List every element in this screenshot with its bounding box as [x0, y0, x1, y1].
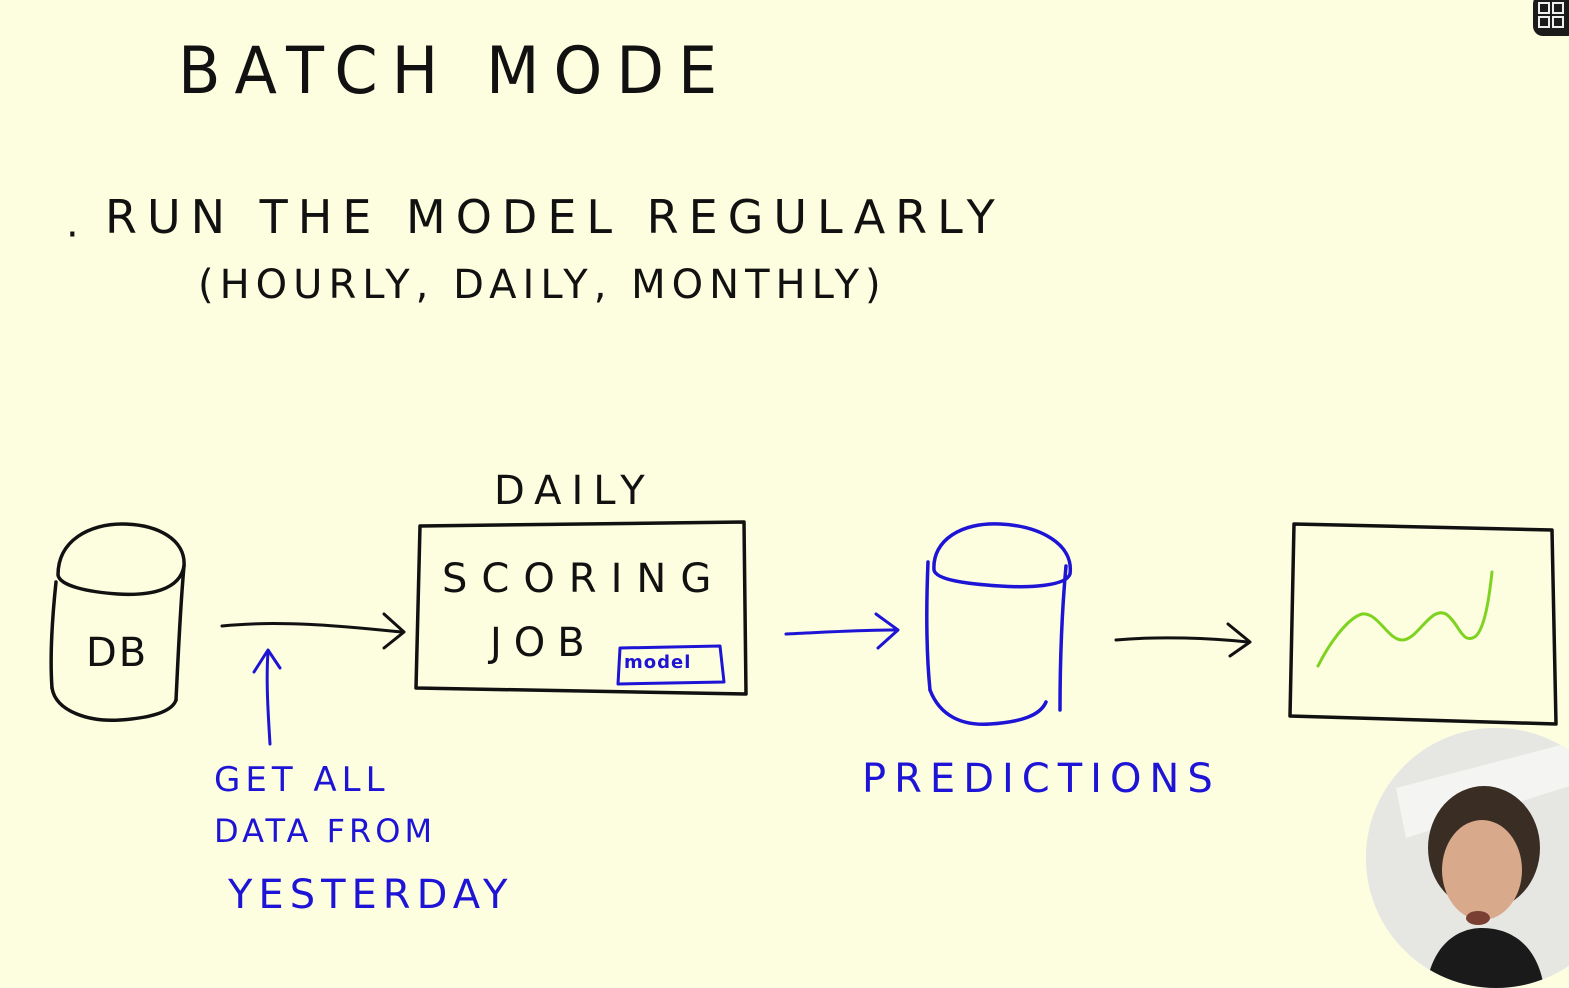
job-label-line-1: SCORING [442, 556, 726, 602]
dashboard-frame [1288, 522, 1558, 726]
db-cylinder-icon [49, 522, 186, 722]
scoring-job-box [414, 520, 748, 696]
job-label-line-2: JOB [490, 620, 597, 666]
grid-icon-glyph [1538, 2, 1564, 28]
arrow-annotation-up [252, 648, 282, 746]
arrow-job-to-predictions [784, 612, 900, 650]
arrow-predictions-to-dashboard [1114, 622, 1252, 658]
bullet-line-1: RUN THE MODEL REGULARLY [105, 190, 1005, 244]
schedule-label: DAILY [494, 468, 655, 514]
page-title: BATCH MODE [178, 32, 732, 109]
model-box [616, 644, 726, 686]
annotation-line-2: DATA FROM [214, 812, 437, 850]
arrow-db-to-job [220, 612, 406, 650]
annotation-line-1: GET ALL [214, 760, 390, 800]
trend-line-chart-icon [1316, 570, 1494, 668]
model-label: model [624, 652, 692, 673]
annotation-line-3: YESTERDAY [228, 872, 514, 918]
predictions-label: PREDICTIONS [862, 756, 1221, 802]
bullet-line-2: (HOURLY, DAILY, MONTHLY) [198, 262, 887, 308]
predictions-cylinder-icon [924, 522, 1072, 726]
grid-icon[interactable] [1533, 0, 1569, 36]
whiteboard-drawing [49, 520, 1558, 746]
db-label: DB [86, 630, 149, 676]
bullet-dot: · [66, 212, 79, 258]
